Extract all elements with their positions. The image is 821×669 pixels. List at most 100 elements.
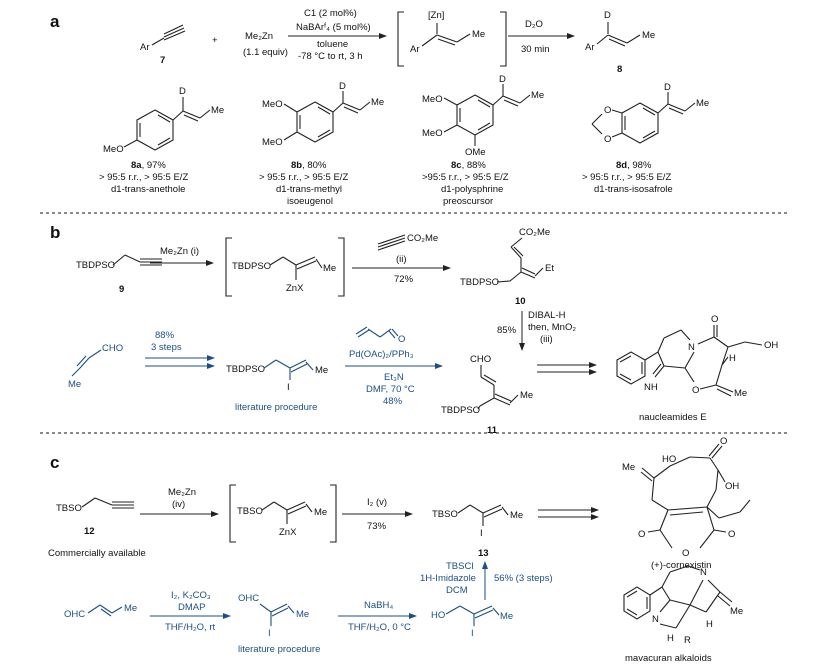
8a-methoxy: MeO [103, 144, 124, 155]
p13-tbso: TBSO [432, 509, 458, 520]
temperature-a1: -78 °C to rt, 3 h [298, 51, 363, 62]
panel-label-c: c [50, 453, 59, 472]
8c-methoxy-1: MeO [422, 94, 443, 105]
mv-indole-n: N [652, 614, 659, 625]
c-step-iv-2: (iv) [172, 499, 185, 510]
cornexistin-structure: Me HO O OH O O O [622, 436, 751, 559]
cx-ketone-o: O [720, 436, 727, 447]
8d-id: 8d [616, 160, 627, 171]
plus-sign: + [212, 35, 218, 46]
c-inter-me: Me [314, 507, 327, 518]
panel-label-b: b [50, 223, 60, 242]
8c-deuterium: D [499, 74, 506, 85]
b-inter-znx: ZnX [286, 283, 304, 294]
b-heck-yield: 48% [383, 396, 403, 407]
p11-cho: CHO [470, 354, 491, 365]
8a-yield: , 97% [142, 160, 167, 171]
nat-n: N [688, 342, 695, 353]
c-inter-znx: ZnX [279, 527, 297, 538]
8b-name-1: d1-trans-methyl [276, 184, 342, 195]
product-8d-structure: D Me O O [591, 82, 709, 145]
8b-selectivity: > 95:5 r.r., > 95:5 E/Z [259, 172, 348, 183]
commercially-available: Commercially available [48, 548, 146, 559]
mv-h2: H [706, 619, 713, 630]
8a-name: d1-trans-anethole [111, 184, 185, 195]
compound-13-label: 13 [478, 548, 489, 559]
cx-ho: HO [662, 454, 676, 465]
8c-selectivity: >95:5 r.r., > 95:5 E/Z [422, 172, 509, 183]
cx-me: Me [622, 462, 635, 473]
b-yield-ii: 72% [394, 274, 414, 285]
c-crot-ohc: OHC [64, 609, 85, 620]
c-step-v: I₂ (v) [367, 497, 387, 508]
c-step-iv-1: Me₂Zn [168, 487, 196, 498]
c-tbs-1: TBSCl [446, 561, 473, 572]
cx-oh: OH [725, 481, 739, 492]
b-step-ii: (ii) [396, 254, 407, 265]
vinyl-i: I [287, 382, 290, 393]
dienoate-10: CO₂Me Et TBDPSO 10 [460, 227, 554, 307]
8b-methoxy-2: MeO [262, 137, 283, 148]
p11-tbdpso: TBDPSO [441, 405, 480, 416]
product-8c-caption: 8c, 88% [451, 160, 486, 171]
propiolate-co2me: CO₂Me [407, 233, 438, 244]
alc-i: I [471, 628, 474, 639]
vinyl-iodide-13: TBSO Me I 13 [432, 504, 523, 559]
cx-anhydride-o2: O [728, 529, 735, 540]
product-8b-structure: D Me MeO MeO [262, 81, 384, 148]
b-step-iii-3: (iii) [540, 334, 553, 345]
compound-11-label: 11 [487, 425, 498, 436]
b-inter-me: Me [323, 263, 336, 274]
compound-12-label: 12 [84, 526, 95, 537]
b-vinylzinc-intermediate: TBDPSO Me ZnX [225, 237, 345, 297]
product-8c-structure: D Me MeO MeO OMe [422, 74, 544, 158]
prod-methyl: Me [642, 30, 655, 41]
mavacuran-name: mavacuran alkaloids [625, 653, 712, 664]
8c-name-2: preoscursor [443, 196, 493, 207]
b-step-iii-2: then, MnO₂ [528, 322, 576, 333]
c-red-1: NaBH₄ [364, 600, 393, 611]
prod-aryl: Ar [585, 42, 595, 53]
p13-me: Me [510, 510, 523, 521]
b-step-i: Me₂Zn (i) [160, 246, 199, 257]
alc-me: Me [500, 611, 513, 622]
8d-methyl: Me [696, 98, 709, 109]
alkyne-12: TBSO 12 Commercially available [48, 497, 146, 559]
iodo-i: I [268, 628, 271, 639]
zinc-label: [Zn] [428, 10, 444, 21]
quench-time: 30 min [521, 44, 550, 55]
8d-dioxole-o1: O [604, 105, 611, 116]
naucleamide-name: naucleamides E [639, 412, 707, 423]
aryl-label: Ar [140, 42, 150, 53]
aryl-alkyne-7: Ar 7 [140, 24, 186, 66]
crotonaldehyde-c: OHC Me [64, 603, 137, 620]
mv-h: H [667, 633, 674, 644]
8c-methyl: Me [531, 90, 544, 101]
vinyl-me: Me [315, 365, 328, 376]
mv-amine-n: N [700, 567, 707, 578]
allylic-alcohol: HO Me I [431, 605, 513, 639]
methyl-propiolate: CO₂Me [377, 233, 438, 251]
vinyl-tbdpso: TBDPSO [226, 364, 265, 375]
crot-me: Me [68, 379, 81, 390]
dienal-11: CHO Me TBDPSO 11 [441, 354, 533, 436]
vinylzinc-intermediate: [Zn] Ar Me [397, 10, 507, 67]
iodo-me: Me [296, 609, 309, 620]
compound-7-label: 7 [160, 55, 165, 66]
c-tbs-3: DCM [446, 585, 468, 596]
b-lit-yield: 88% [155, 330, 175, 341]
8a-selectivity: > 95:5 r.r., > 95:5 E/Z [99, 172, 188, 183]
8c-id: 8c [451, 160, 462, 171]
product-8a-caption: 8a, 97% [131, 160, 166, 171]
p10-co2me: CO₂Me [519, 227, 550, 238]
b-heck-cat: Pd(OAc)₂/PPh₃ [349, 349, 414, 360]
c-tbs-2: 1H-Imidazole [420, 573, 476, 584]
8c-methoxy-2: MeO [422, 128, 443, 139]
naucleamide-e-structure: NH N O Me O OH H [616, 314, 778, 399]
compound-9-label: 9 [119, 284, 124, 295]
8d-deuterium: D [664, 82, 671, 93]
cx-ring-o: O [682, 548, 689, 559]
c-tbs-yield: 56% (3 steps) [494, 573, 553, 584]
8d-selectivity: > 95:5 r.r., > 95:5 E/Z [582, 172, 671, 183]
inter-aryl: Ar [410, 44, 420, 55]
